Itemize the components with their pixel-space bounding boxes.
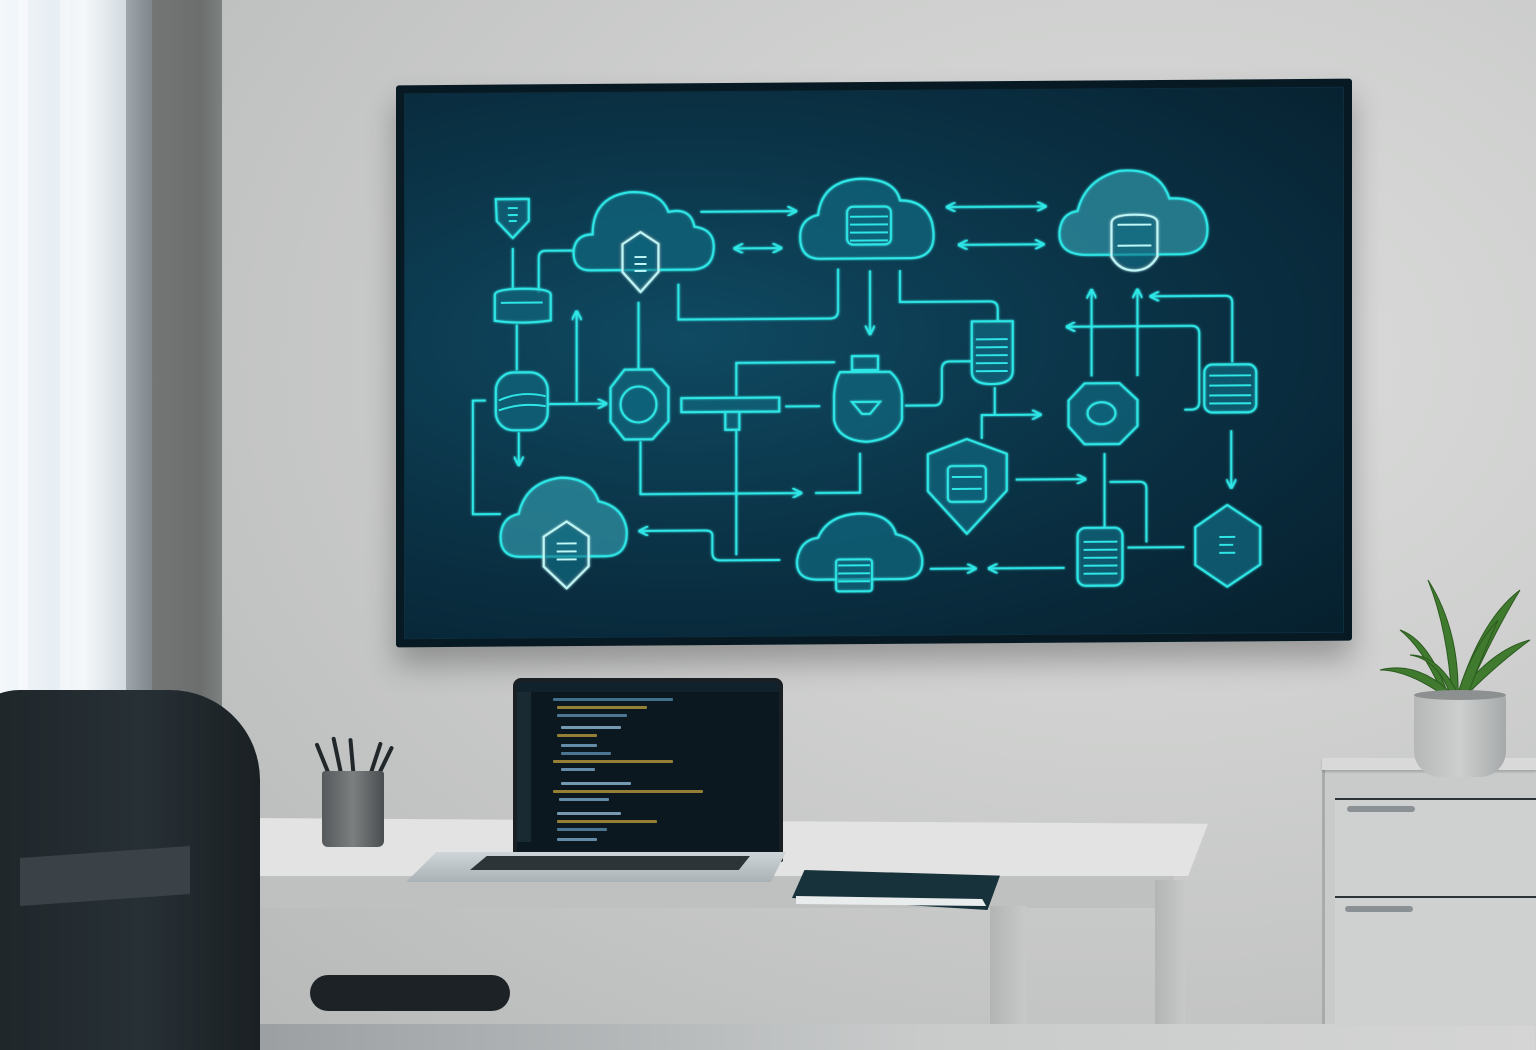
window-frame <box>126 0 152 700</box>
hexagon-icon <box>1194 503 1262 589</box>
database-icon <box>1110 213 1159 272</box>
code-line <box>553 790 703 793</box>
code-line <box>557 838 597 841</box>
code-line <box>557 812 621 815</box>
cloud-shield-icon <box>499 476 628 558</box>
drawer-handle[interactable] <box>1347 806 1415 812</box>
wall-display <box>396 78 1352 648</box>
code-line <box>561 744 597 747</box>
code-line <box>557 706 647 709</box>
code-line <box>557 828 607 831</box>
plant-pot-rim <box>1414 690 1506 700</box>
desk-leg <box>990 906 1026 1024</box>
display-screen <box>404 86 1344 640</box>
code-line <box>553 698 673 701</box>
desk-leg <box>1155 880 1185 1024</box>
laptop-screen[interactable] <box>513 678 783 862</box>
code-line <box>557 714 627 717</box>
drawer-top[interactable] <box>1335 798 1536 896</box>
database-icon <box>494 371 549 432</box>
pencil-holder <box>322 771 384 847</box>
plant-leaves-icon <box>1379 579 1531 701</box>
editor-tab-bar <box>517 682 779 692</box>
drawer-bottom[interactable] <box>1335 896 1536 1026</box>
laptop-keyboard[interactable] <box>470 856 750 870</box>
code-line <box>561 726 621 729</box>
editor-gutter <box>517 692 531 842</box>
server-icon <box>850 354 880 372</box>
code-line <box>557 734 597 737</box>
cloud-storage-icon <box>1058 169 1209 256</box>
switch-icon <box>680 396 781 414</box>
cloud-stack-icon <box>795 512 924 581</box>
database-icon <box>1203 363 1258 414</box>
curtain-fold <box>60 0 70 700</box>
disk-icon <box>493 287 552 324</box>
code-line <box>559 798 609 801</box>
document-icon <box>970 320 1014 386</box>
code-line <box>557 820 657 823</box>
plant-pot <box>1414 693 1506 777</box>
drawer-handle[interactable] <box>1345 906 1413 912</box>
shield-icon <box>494 197 530 240</box>
chair-armrest <box>310 975 510 1011</box>
code-line <box>561 782 631 785</box>
code-line <box>553 760 673 763</box>
network-diagram <box>471 169 1262 593</box>
code-line <box>561 768 595 771</box>
shield-icon <box>621 230 660 294</box>
cloud-shield-icon <box>572 191 715 272</box>
code-line <box>561 752 611 755</box>
curtain-fold <box>18 0 28 700</box>
ring-icon <box>619 385 658 424</box>
notebook-pages <box>796 896 987 906</box>
